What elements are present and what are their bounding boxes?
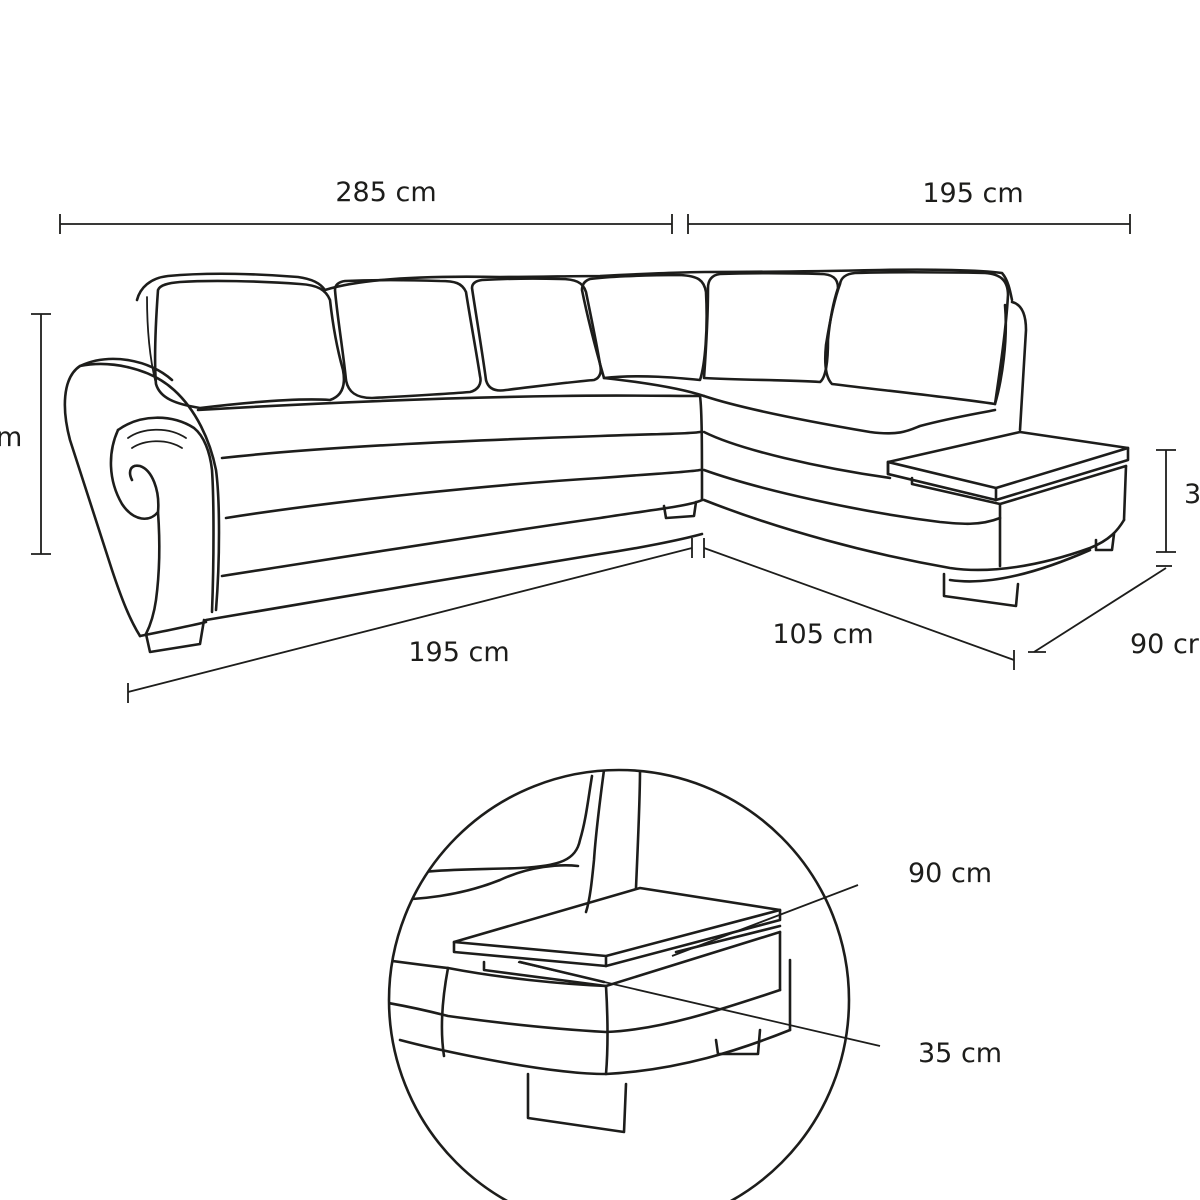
detail-base-top [389, 956, 608, 988]
left-foot [144, 618, 206, 654]
left-arm-scroll [78, 362, 221, 612]
label-detail-bottom: 35 cm [918, 1038, 1002, 1069]
detail-back-cushion [389, 774, 594, 882]
table-top-edge [886, 446, 1130, 502]
left-arm-scroll-pleat [127, 428, 187, 449]
callout-mark-bottom [518, 960, 606, 984]
label-right-height: 3 [1184, 479, 1200, 510]
detail-base-far-side [778, 930, 792, 1032]
chaise-seat-front [702, 430, 892, 480]
left-arm-outer [63, 357, 174, 638]
chaise-base-lower [702, 498, 1126, 572]
back-cushion-5 [702, 271, 840, 384]
detail-base-bottom [398, 1028, 792, 1076]
label-left-height: m [0, 422, 22, 453]
detail-base-right-side [604, 984, 609, 1076]
detail-arm [584, 770, 606, 914]
table-pedestal [998, 464, 1128, 568]
detail-cushion-bottom [389, 864, 580, 902]
dim-line-front-right [703, 538, 1015, 670]
right-arm-inner [993, 303, 1008, 406]
chaise-seat-top [702, 394, 997, 435]
seat-front-left-lower [224, 468, 702, 520]
left-arm-front [144, 510, 161, 636]
left-arm-base [138, 620, 208, 638]
back-cushion-6 [823, 270, 1010, 406]
detail-base-middle [389, 988, 782, 1034]
detail-foot-back [714, 1028, 762, 1056]
label-top-right-width: 195 cm [922, 178, 1023, 209]
dimension-lines [31, 214, 1176, 703]
dim-line-right-depth [1028, 565, 1172, 653]
detail-zoom: 90 cm 35 cm [387, 768, 1002, 1200]
chaise-base-bottom [948, 548, 1092, 583]
label-detail-top: 90 cm [908, 858, 992, 889]
dim-line-right-height [1156, 449, 1176, 553]
left-arm-scroll-face [116, 416, 215, 614]
left-arm-scroll-curl [109, 428, 160, 520]
detail-arm-right [634, 770, 642, 890]
dim-line-top-right [687, 214, 1131, 234]
base-left [220, 498, 704, 578]
dim-line-top-left [59, 214, 673, 234]
chaise-foot-front [942, 572, 1020, 608]
table-support [910, 464, 1128, 506]
chaise-base-upper [702, 468, 1002, 526]
label-front-right-length: 105 cm [772, 619, 873, 650]
detail-foot-front [526, 1072, 628, 1134]
detail-table-support [482, 930, 782, 988]
back-cushion-1 [153, 279, 346, 410]
detail-base-left-side [440, 966, 450, 1058]
table-top-face [886, 460, 998, 490]
back-cushion-3 [470, 277, 603, 392]
label-front-left-length: 195 cm [408, 637, 509, 668]
detail-table-top [452, 886, 782, 968]
right-arm [1010, 300, 1028, 432]
seat-right-edge [698, 394, 704, 502]
back-cushion-2 [333, 278, 482, 400]
detail-table-edge [452, 908, 782, 968]
sofa-back-frame [135, 268, 1014, 302]
callout-mark-top [674, 924, 782, 954]
label-right-depth: 90 cr [1130, 629, 1200, 660]
base-left-bottom [204, 532, 704, 622]
detail-circle [387, 768, 851, 1200]
dim-line-left-height [31, 313, 51, 555]
label-top-left-width: 285 cm [335, 177, 436, 208]
corner-sofa-drawing [63, 268, 1130, 654]
chaise-seat-back-edge [602, 376, 706, 398]
seat-front-left [220, 430, 702, 460]
seat-top-left [196, 394, 702, 412]
dim-line-front-left [127, 538, 693, 703]
chaise-foot-back [1094, 532, 1116, 552]
table-top [886, 430, 1130, 502]
back-cushion-corner [580, 273, 708, 382]
middle-foot [662, 500, 698, 520]
